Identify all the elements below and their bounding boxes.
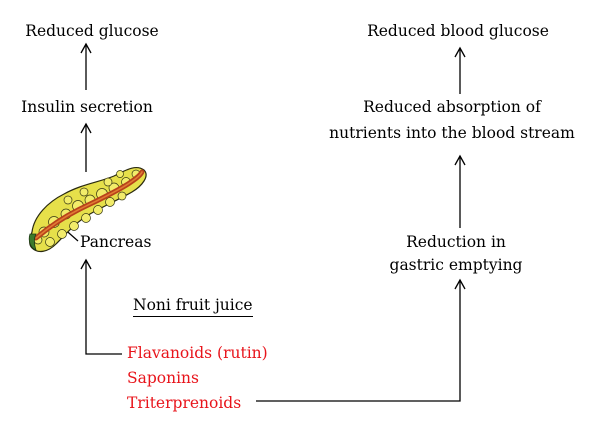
pancreas-icon <box>28 166 147 253</box>
pancreas-label: Pancreas <box>80 233 152 251</box>
reduced-absorption-label-line1: Reduced absorption of <box>363 98 541 116</box>
insulin-secretion-label: Insulin secretion <box>21 98 153 116</box>
reduced-glucose-label: Reduced glucose <box>25 22 159 40</box>
arrow-compounds-to-pancreas <box>80 258 122 355</box>
gastric-emptying-label: gastric emptying <box>389 256 523 274</box>
compound-saponins: Saponins <box>127 369 199 387</box>
compound-flavanoids: Flavanoids (rutin) <box>127 344 268 362</box>
arrow-compounds-to-gastric <box>256 278 466 402</box>
reduced-absorption-label-line2: nutrients into the blood stream <box>329 124 575 142</box>
source-title: Noni fruit juice <box>133 294 253 317</box>
noni-fruit-juice-title: Noni fruit juice <box>133 296 253 317</box>
reduction-in-label: Reduction in <box>406 233 506 251</box>
compound-triterprenoids: Triterprenoids <box>127 394 242 412</box>
reduced-blood-glucose-label: Reduced blood glucose <box>367 22 549 40</box>
